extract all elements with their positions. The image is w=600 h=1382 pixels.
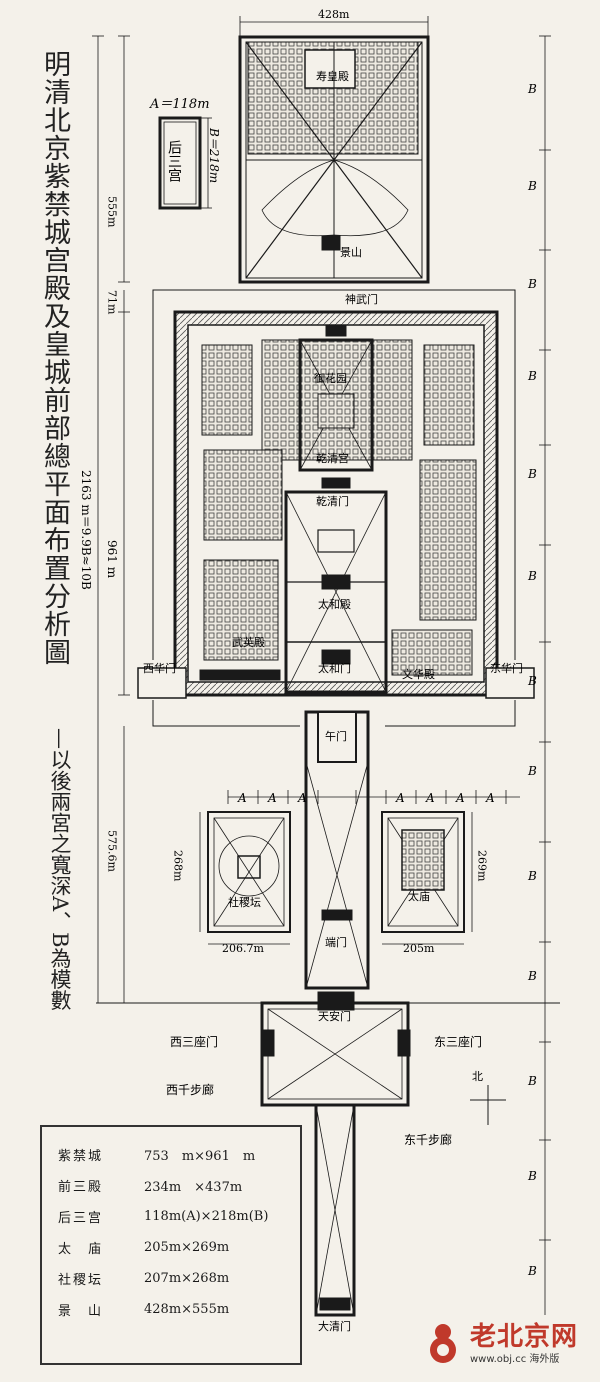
module-a: A＝118m	[149, 97, 210, 112]
legend-value: 428m×555m	[144, 1302, 230, 1317]
logo-name: 老北京网	[470, 1322, 579, 1352]
legend-row: 前三殿 234m ×437m	[52, 1170, 274, 1201]
label-gap: 71m	[106, 290, 119, 315]
label-palace-height: 961 m	[105, 540, 119, 579]
legend-value: 207m×268m	[144, 1271, 230, 1286]
a-mark-4: A	[395, 791, 405, 805]
b-mark-9: B	[527, 869, 537, 883]
label-taihe-dian: 太和殿	[318, 598, 351, 611]
label-duan-men: 端门	[325, 935, 347, 949]
jingshan-block	[238, 35, 430, 284]
label-xisanzuo: 西三座门	[170, 1034, 218, 1049]
label-xihua: 西华门	[143, 661, 176, 675]
diagram-subtitle: —以後兩宮之寬深A、B為模數	[48, 728, 72, 1011]
b-mark-3: B	[527, 277, 537, 291]
legend-row: 紫禁城 753 m×961 m	[52, 1139, 274, 1170]
dimension-top-width	[239, 16, 429, 36]
legend-name: 太 庙	[58, 1242, 104, 1257]
a-mark-6: A	[455, 791, 465, 805]
label-taihe-men: 太和门	[318, 661, 351, 675]
legend-table: 紫禁城 753 m×961 m 前三殿 234m ×437m 后三宫 118m(…	[52, 1139, 274, 1325]
b-mark-2: B	[527, 179, 537, 193]
label-yuhuayuan: 御花园	[314, 371, 347, 385]
tiananmen-square	[96, 991, 560, 1317]
label-daqing: 大清门	[318, 1319, 351, 1333]
label-sheji-h: 268m	[172, 850, 185, 882]
diagram-title: 明清北京紫禁城宫殿及皇城前部總平面布置分析圖	[39, 50, 70, 666]
b-mark-6: B	[527, 569, 537, 583]
central-axis	[284, 325, 388, 694]
legend-value: 234m ×437m	[144, 1180, 243, 1195]
a-module-marks	[227, 790, 520, 804]
imperial-city-outline	[152, 289, 516, 727]
legend-value: 118m(A)×218m(B)	[144, 1209, 269, 1224]
label-donghua: 东华门	[490, 661, 523, 675]
legend-row: 社稷坛 207m×268m	[52, 1263, 274, 1294]
site-logo: 老北京网 www.obj.cc 海外版	[418, 1316, 588, 1370]
label-front-height: 575.6m	[106, 830, 119, 872]
label-jingshan: 景山	[340, 246, 362, 259]
label-shenwu: 神武门	[345, 292, 378, 306]
module-b: B＝218m	[207, 127, 221, 183]
a-mark-7: A	[485, 791, 495, 805]
a-mark-1: A	[237, 791, 247, 805]
label-wu-men: 午门	[325, 729, 347, 743]
label-wuying: 武英殿	[232, 635, 265, 649]
legend-name: 后三宫	[58, 1211, 104, 1226]
b-mark-4: B	[527, 369, 537, 383]
module-box	[158, 116, 212, 210]
label-qianqing-men: 乾清门	[316, 494, 349, 508]
legend-value: 205m×269m	[144, 1240, 230, 1255]
label-qianqing-gong: 乾清宫	[316, 451, 349, 465]
legend-name: 紫禁城	[58, 1149, 104, 1164]
label-taimiao-h: 269m	[476, 850, 489, 882]
legend-name: 社稷坛	[58, 1273, 104, 1288]
label-dongqianbu: 东千步廊	[404, 1132, 452, 1147]
label-taimiao-w: 205m	[403, 942, 435, 955]
gourd-logo-icon	[430, 1324, 456, 1363]
b-mark-13: B	[527, 1264, 537, 1278]
legend-name: 景 山	[58, 1304, 104, 1319]
label-north: 北	[472, 1070, 483, 1083]
b-mark-7: B	[527, 674, 537, 688]
b-mark-1: B	[527, 82, 537, 96]
altar-dimensions	[199, 812, 473, 945]
sheji-altar	[207, 811, 291, 933]
dimension-legend: 紫禁城 753 m×961 m 前三殿 234m ×437m 后三宫 118m(…	[40, 1125, 302, 1365]
left-dimension-lines	[92, 35, 130, 1003]
label-sheji-w: 206.7m	[222, 942, 264, 955]
label-jingshan-height: 555m	[106, 196, 119, 228]
palace-blocks	[199, 339, 477, 681]
b-module-scale	[539, 35, 551, 1315]
a-mark-3: A	[297, 791, 307, 805]
legend-row: 太 庙 205m×269m	[52, 1232, 274, 1263]
north-arrow	[470, 1085, 506, 1125]
b-mark-5: B	[527, 467, 537, 481]
label-total: 2163 m＝9.9B≈10B	[79, 470, 93, 590]
label-wenhua: 文华殿	[402, 667, 435, 681]
b-mark-11: B	[527, 1074, 537, 1088]
label-xiqianbu: 西千步廊	[166, 1082, 214, 1097]
legend-value: 753 m×961 m	[144, 1149, 256, 1164]
b-mark-12: B	[527, 1169, 537, 1183]
legend-row: 后三宫 118m(A)×218m(B)	[52, 1201, 274, 1232]
b-mark-10: B	[527, 969, 537, 983]
side-gates	[137, 667, 535, 699]
label-sheji: 社稷坛	[228, 895, 261, 909]
b-mark-8: B	[527, 764, 537, 778]
a-mark-5: A	[425, 791, 435, 805]
legend-row: 景 山 428m×555m	[52, 1294, 274, 1325]
module-box-label: 后三宫	[166, 140, 182, 182]
legend-name: 前三殿	[58, 1180, 104, 1195]
a-mark-2: A	[267, 791, 277, 805]
label-taimiao: 太庙	[408, 889, 430, 903]
taimiao	[381, 811, 465, 933]
central-corridor	[304, 710, 370, 990]
label-shouhuang: 寿皇殿	[316, 69, 349, 83]
label-dongsanzuo: 东三座门	[434, 1034, 482, 1049]
logo-url: www.obj.cc 海外版	[470, 1354, 560, 1365]
label-tianan: 天安门	[318, 1009, 351, 1023]
label-top-width: 428m	[318, 8, 350, 21]
